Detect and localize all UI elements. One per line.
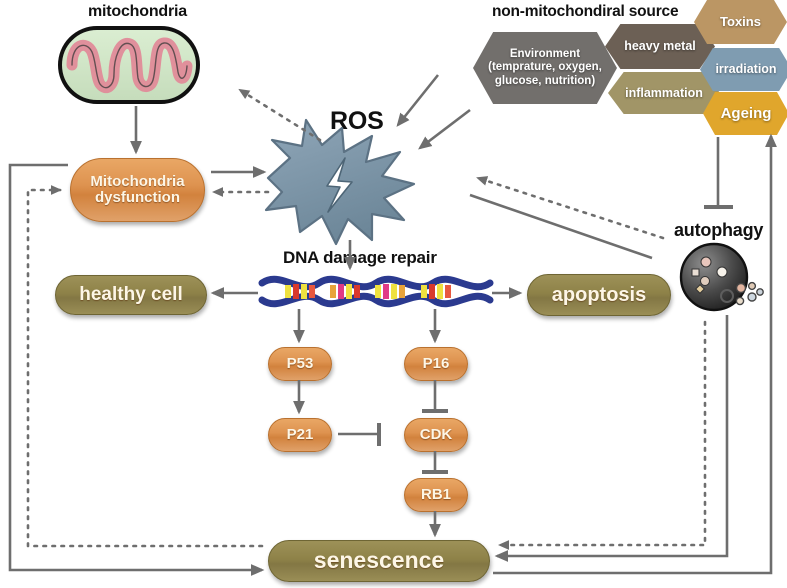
autophagy-label: autophagy xyxy=(674,220,764,240)
source-environment-line3: glucose, nutrition) xyxy=(494,74,596,87)
source-hex-toxins: Toxins xyxy=(694,0,787,44)
edge-autophagy-to-ros-solid xyxy=(469,193,653,260)
edge-sources-to-ros xyxy=(418,108,471,150)
edge-right-rail-to-senescence xyxy=(494,315,729,562)
node-mitochondria-dysfunction: Mitochondria dysfunction xyxy=(70,158,205,222)
node-healthy-cell: healthy cell xyxy=(55,275,207,315)
source-hex-ageing: Ageing xyxy=(703,92,787,135)
edge-autophagy-to-senescence-dotted xyxy=(497,320,707,550)
node-p53: P53 xyxy=(268,347,332,381)
node-apoptosis: apoptosis xyxy=(527,274,671,316)
edge-autophagy-to-ros-dotted xyxy=(476,176,665,240)
autophagosome-icon xyxy=(679,242,764,312)
edge-senescence-to-dysfunction-dotted xyxy=(26,185,264,548)
non-mitochondrial-source-label: non-mitochondiral source xyxy=(492,3,679,20)
mitochondria-icon xyxy=(58,26,200,104)
ros-burst-icon xyxy=(264,118,416,246)
edge-ros-to-mitochondria-dotted xyxy=(238,88,322,142)
source-hex-irradiation: irradiation xyxy=(700,48,787,91)
source-hex-environment: Environment (temprature, oxygen, glucose… xyxy=(473,32,617,104)
node-rb1: RB1 xyxy=(404,478,468,512)
edge-environment-to-ros xyxy=(396,74,440,127)
ros-label: ROS xyxy=(330,107,384,135)
edge-p16-inhibits-cdk xyxy=(422,380,448,413)
node-senescence: senescence xyxy=(268,540,490,582)
source-hex-inflammation: inflammation xyxy=(608,72,720,114)
node-p21: P21 xyxy=(268,418,332,452)
edge-cdk-inhibits-rb1 xyxy=(422,451,448,474)
node-p16: P16 xyxy=(404,347,468,381)
edge-autophagy-inhibits-ageing xyxy=(704,137,733,209)
source-environment-line1: Environment xyxy=(509,47,581,60)
source-environment-line2: (temprature, oxygen, xyxy=(488,61,602,74)
source-hex-heavy-metal: heavy metal xyxy=(605,24,715,69)
dna-helix-icon xyxy=(258,275,494,308)
edge-dysfunction-to-senescence xyxy=(8,163,265,576)
node-cdk: CDK xyxy=(404,418,468,452)
edge-senescence-to-ageing xyxy=(493,133,777,575)
dna-damage-repair-label: DNA damage repair xyxy=(283,248,437,267)
edge-p21-inhibits-cdk xyxy=(338,423,381,446)
mitochondria-label: mitochondria xyxy=(88,3,187,20)
